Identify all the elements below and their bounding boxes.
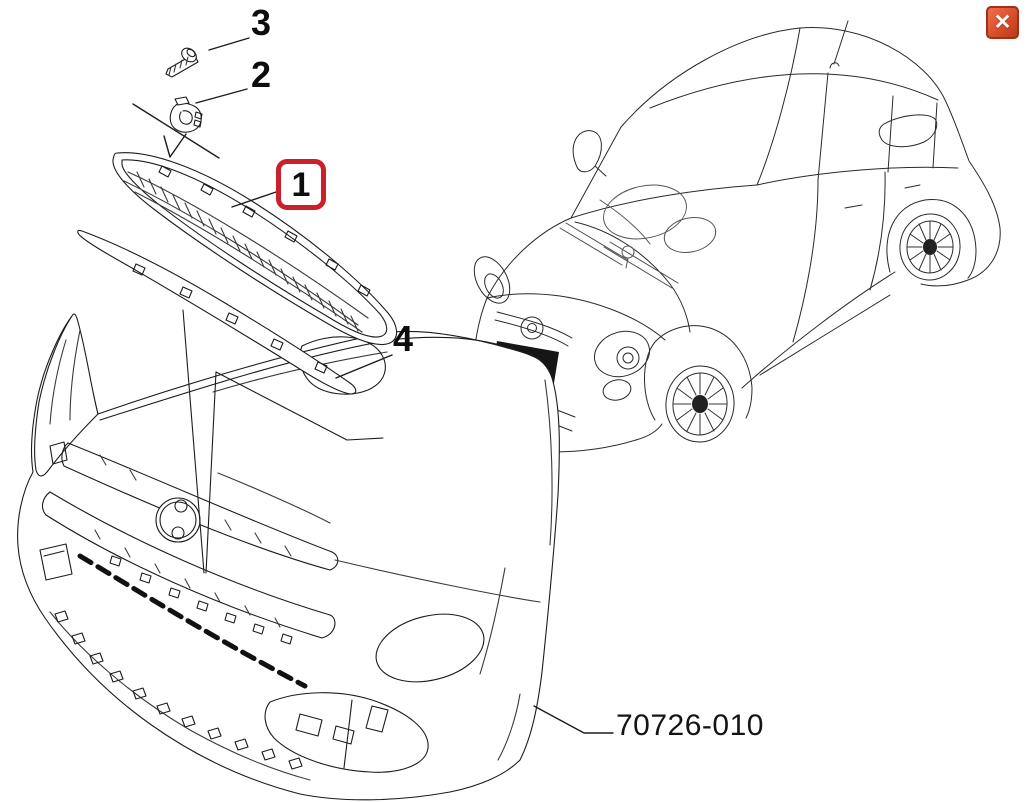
bumper-foglamp-opening: [375, 613, 485, 683]
bumper-lip-tabs: [54, 610, 303, 770]
car-rear-wheel: [899, 213, 961, 281]
car-front-wheel: [665, 365, 735, 443]
part-number-label: 70726-010: [616, 709, 764, 742]
close-x-icon: ✕: [993, 11, 1012, 34]
front-bumper-drawing: [17, 313, 560, 801]
leader-item3: [208, 37, 250, 51]
bumper-emblem: [155, 497, 201, 543]
car-headlight-right: [594, 330, 650, 378]
leader-lines: [132, 37, 614, 734]
leader-item2: [195, 88, 248, 104]
car-mirror: [572, 130, 607, 177]
projection-lines: [182, 309, 384, 574]
trim-strip-drawing[interactable]: [77, 229, 357, 395]
callout-2[interactable]: 2: [251, 54, 272, 95]
car-antenna: [829, 20, 849, 69]
bumper-lower-grille: [41, 491, 336, 645]
car-foglight: [602, 379, 632, 401]
callout-1-highlight-badge[interactable]: 1: [276, 159, 326, 210]
callout-4[interactable]: 4: [393, 318, 414, 359]
grille-part-drawing[interactable]: [112, 152, 398, 345]
bumper-mesh-strip: [77, 553, 308, 689]
close-button[interactable]: ✕: [986, 6, 1019, 39]
callout-3[interactable]: 3: [251, 2, 272, 43]
leader-part-number: [533, 705, 614, 734]
leader-item4: [335, 354, 393, 379]
callout-1-label: 1: [291, 165, 311, 204]
car-body-outline: [620, 27, 1001, 287]
leader-item1: [231, 191, 277, 208]
leader-clip-mount: [132, 103, 220, 159]
bumper-lower-recess: [264, 692, 429, 773]
bumper-upper-grille: [61, 442, 339, 571]
bumper-side-wing: [34, 313, 99, 477]
screw-drawing[interactable]: [165, 45, 199, 78]
clip-drawing[interactable]: [169, 96, 203, 133]
bumper-outline: [17, 315, 560, 801]
car-emblem: [520, 316, 544, 340]
car-headlight-left: [473, 256, 511, 304]
